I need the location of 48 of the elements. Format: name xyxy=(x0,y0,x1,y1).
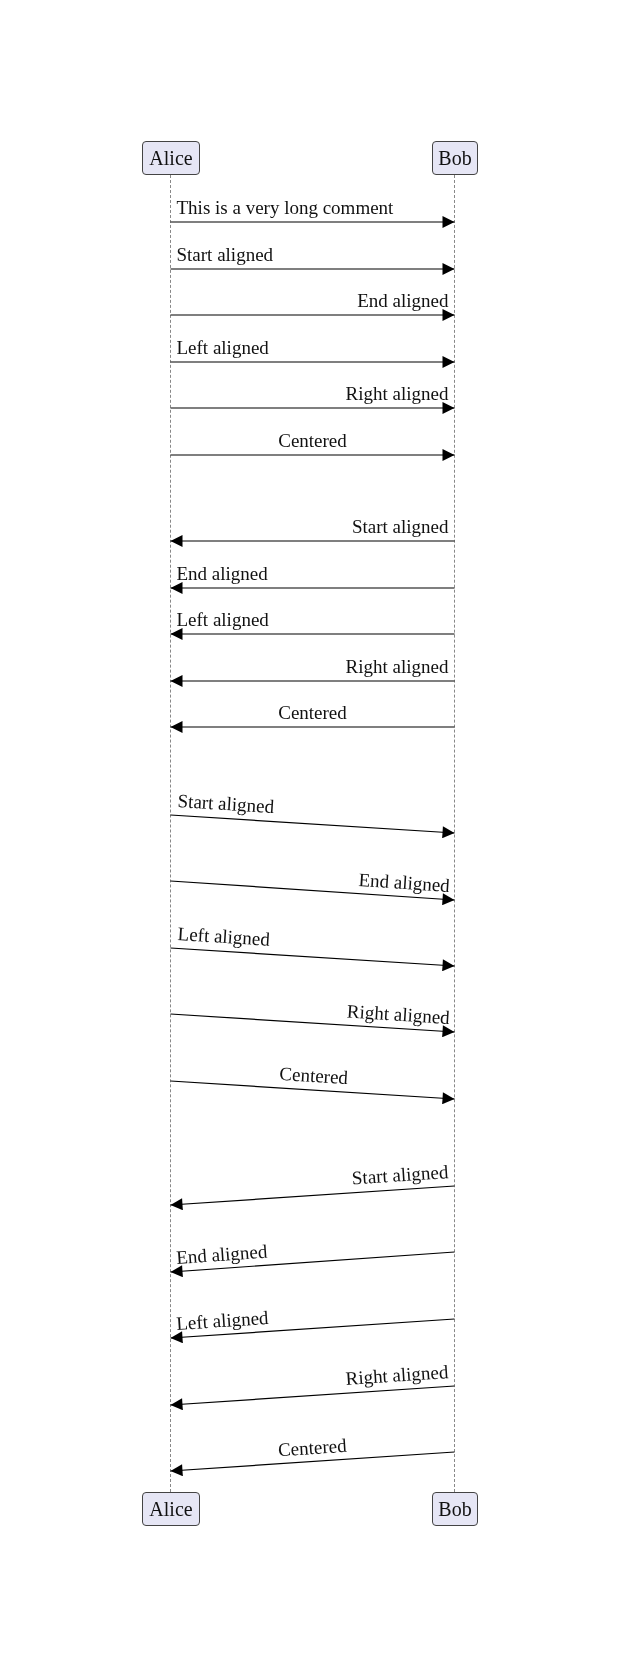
message-label: End aligned xyxy=(357,290,449,312)
message-label: Left aligned xyxy=(176,609,269,631)
message-label: Start aligned xyxy=(176,244,274,266)
message-label: End aligned xyxy=(357,868,450,897)
message-label: Centered xyxy=(276,1434,347,1461)
participant-box: Bob xyxy=(432,141,478,175)
message-arrow xyxy=(169,1385,456,1411)
message-label: This is a very long comment xyxy=(176,197,394,219)
message-label: Centered xyxy=(278,1062,349,1090)
message-arrow xyxy=(169,814,456,839)
participant-box: Alice xyxy=(142,141,200,175)
message-label: End aligned xyxy=(176,563,268,585)
message-arrow xyxy=(169,356,456,368)
lifeline xyxy=(454,175,455,1492)
message-label: Centered xyxy=(278,702,347,724)
message-arrow xyxy=(169,449,456,461)
message-label: Right aligned xyxy=(345,383,449,405)
message-arrow xyxy=(169,216,456,228)
message-label: Start aligned xyxy=(350,1161,449,1190)
message-label: Left aligned xyxy=(175,1306,269,1335)
message-label: Right aligned xyxy=(345,1000,450,1029)
message-label: Left aligned xyxy=(176,337,269,359)
message-arrow xyxy=(169,582,456,594)
message-arrow xyxy=(169,263,456,275)
message-arrow xyxy=(169,1013,456,1038)
message-arrow xyxy=(169,675,456,687)
message-arrow xyxy=(169,535,456,547)
message-arrow xyxy=(169,947,456,972)
lifeline xyxy=(170,175,171,1492)
message-arrow xyxy=(169,1318,456,1344)
message-arrow xyxy=(169,1451,456,1477)
message-label: Left aligned xyxy=(176,923,271,952)
message-label: End aligned xyxy=(174,1240,268,1269)
message-label: Start aligned xyxy=(176,790,275,819)
message-label: Right aligned xyxy=(345,656,449,678)
message-arrow xyxy=(169,402,456,414)
message-arrow xyxy=(169,1080,456,1105)
message-arrow xyxy=(169,1185,456,1211)
message-arrow xyxy=(169,309,456,321)
participant-box: Alice xyxy=(142,1492,200,1526)
message-arrow xyxy=(169,721,456,733)
message-arrow xyxy=(169,880,456,906)
message-label: Centered xyxy=(278,430,347,452)
message-label: Right aligned xyxy=(344,1361,449,1391)
participant-box: Bob xyxy=(432,1492,478,1526)
message-arrow xyxy=(169,1251,456,1278)
message-arrow xyxy=(169,628,456,640)
message-label: Start aligned xyxy=(351,516,449,538)
